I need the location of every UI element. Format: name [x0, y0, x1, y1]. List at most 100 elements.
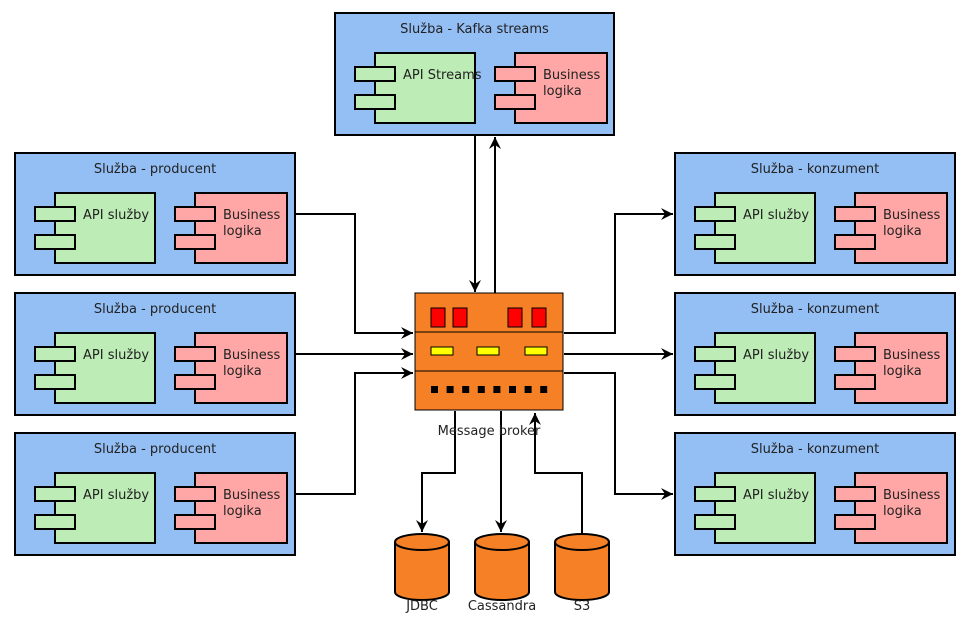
databases: JDBC Cassandra S3 [394, 533, 610, 614]
component-port-icon [834, 234, 876, 250]
component-port-icon [354, 94, 396, 110]
business-label-line2: logika [543, 84, 582, 99]
business-label-line1: Business [883, 208, 941, 223]
broker-black-dot [524, 386, 532, 393]
broker-red-block [507, 307, 523, 328]
broker-label: Message broker [438, 424, 541, 439]
database-cylinder-icon [394, 542, 450, 601]
database-top [394, 533, 450, 551]
component-port-icon [694, 234, 736, 250]
broker-black-dot [509, 386, 516, 393]
broker-yellow-block [476, 346, 500, 356]
api-component [714, 332, 816, 404]
database-cylinder-icon [474, 542, 530, 601]
api-label: API služby [743, 348, 809, 363]
broker-marks [430, 307, 548, 393]
business-label-line1: Business [223, 488, 281, 503]
component-port-icon [34, 514, 76, 530]
component-port-icon [834, 486, 876, 502]
api-label: API služby [743, 488, 809, 503]
api-component [714, 192, 816, 264]
api-label: API služby [83, 208, 149, 223]
component-port-icon [34, 346, 76, 362]
connector-producent-1-to-broker [296, 213, 413, 339]
api-component [54, 332, 156, 404]
service-title: Služba - Kafka streams [400, 22, 549, 37]
database-top [474, 533, 530, 551]
business-label-line1: Business [883, 348, 941, 363]
connector-broker-to-konzument-1 [564, 208, 673, 334]
component-port-icon [174, 486, 216, 502]
component-port-icon [174, 346, 216, 362]
business-component [194, 192, 288, 264]
service-title: Služba - konzument [751, 302, 879, 317]
api-label: API služby [743, 208, 809, 223]
service-title: Služba - producent [94, 442, 216, 457]
component-port-icon [834, 206, 876, 222]
business-label-line2: logika [883, 504, 922, 519]
broker-red-block [531, 307, 547, 328]
component-port-icon [34, 374, 76, 390]
api-label: API služby [83, 348, 149, 363]
database-top [554, 533, 610, 551]
broker-red-block [430, 307, 446, 328]
broker-yellow-block [524, 346, 548, 356]
service-title: Služba - konzument [751, 162, 879, 177]
broker-yellow-block [430, 346, 454, 356]
business-component [854, 472, 948, 544]
database-s3[interactable]: S3 [554, 533, 610, 614]
api-label: API Streams [403, 68, 482, 83]
broker-black-dot [462, 386, 470, 393]
service-title: Služba - konzument [751, 442, 879, 457]
component-port-icon [694, 346, 736, 362]
broker-black-dot [540, 386, 548, 393]
component-port-icon [834, 514, 876, 530]
connector-broker-to-konzument-3 [564, 372, 673, 500]
database-cylinder-icon [554, 542, 610, 601]
broker-black-dot [446, 386, 454, 393]
business-label-line1: Business [223, 208, 281, 223]
component-port-icon [174, 206, 216, 222]
component-port-icon [494, 66, 536, 82]
business-component [854, 332, 948, 404]
business-label-line2: logika [883, 224, 922, 239]
business-label-line1: Business [543, 68, 601, 83]
api-component [714, 472, 816, 544]
database-label: Cassandra [468, 599, 536, 614]
api-label: API služby [83, 488, 149, 503]
connector-s3-to-broker [529, 413, 583, 534]
broker-black-dot [431, 386, 438, 393]
component-port-icon [694, 374, 736, 390]
component-port-icon [694, 206, 736, 222]
database-label: S3 [574, 599, 591, 614]
connectors [296, 136, 673, 534]
component-port-icon [34, 206, 76, 222]
database-cassandra[interactable]: Cassandra [468, 533, 536, 614]
business-label-line2: logika [883, 364, 922, 379]
database-label: JDBC [405, 599, 438, 614]
business-component [854, 192, 948, 264]
database-jdbc[interactable]: JDBC [394, 533, 450, 614]
business-label-line2: logika [223, 364, 262, 379]
business-label-line1: Business [223, 348, 281, 363]
connector-broker-to-jdbc [416, 411, 456, 532]
business-component [194, 332, 288, 404]
api-component [374, 52, 476, 124]
component-port-icon [34, 486, 76, 502]
service-title: Služba - producent [94, 162, 216, 177]
component-port-icon [354, 66, 396, 82]
broker-black-dot [493, 386, 501, 393]
api-component [54, 192, 156, 264]
component-port-icon [174, 234, 216, 250]
broker-black-dot [477, 386, 485, 393]
message-broker[interactable]: Message broker [414, 292, 564, 439]
